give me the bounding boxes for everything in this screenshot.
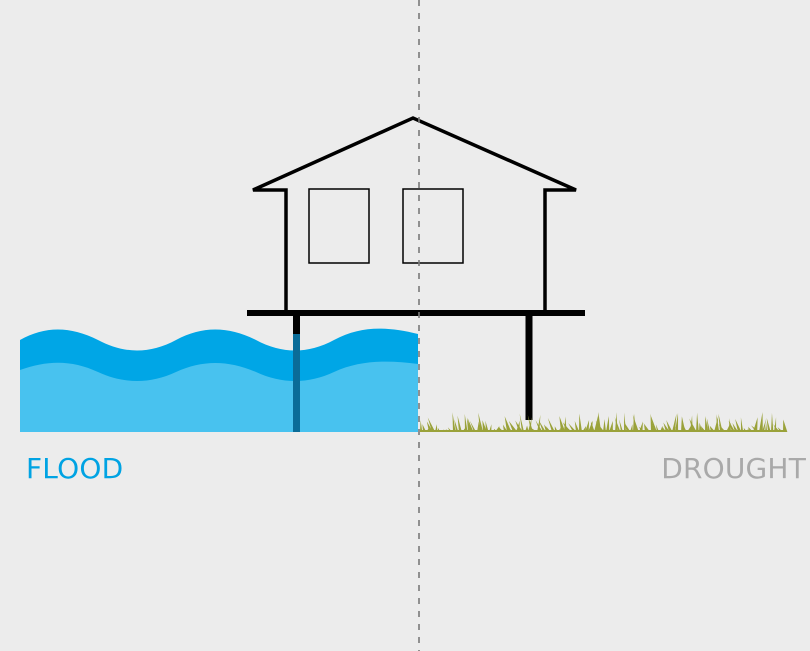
grass-blade: [515, 420, 523, 432]
grass-blade: [735, 418, 742, 432]
grass-blade: [682, 423, 687, 432]
grass-blade: [762, 418, 767, 432]
grass-blade: [427, 417, 436, 432]
grass-blade: [457, 415, 462, 432]
grass-blade: [689, 418, 697, 432]
grass-blade: [777, 427, 784, 432]
grass-blade: [759, 412, 763, 432]
grass-blade: [696, 412, 699, 432]
grass-blade: [716, 414, 720, 432]
grass-blade: [765, 423, 768, 432]
grass-blade: [467, 417, 474, 432]
grass-blade: [672, 413, 677, 432]
grass-blade: [639, 421, 643, 432]
grass-blade: [547, 418, 556, 432]
grass-blade: [574, 420, 580, 432]
grass-blade: [718, 424, 726, 432]
grass-blade: [706, 418, 711, 432]
grass-base: [420, 430, 784, 432]
grass-blade: [535, 420, 543, 432]
grass-blade: [420, 420, 423, 432]
flood-label: FLOOD: [26, 452, 124, 485]
grass-blade: [585, 420, 590, 432]
grass-blade: [529, 426, 538, 432]
grass-blade: [485, 420, 489, 432]
grass-blade: [590, 421, 595, 432]
grass-blade: [606, 415, 610, 432]
grass-blade: [469, 420, 477, 432]
house-outline: [252, 116, 577, 313]
grass-blade: [447, 427, 453, 432]
grass-blade: [624, 412, 627, 432]
grass-blade: [614, 417, 621, 432]
grass-blade: [579, 413, 583, 432]
grass-blade: [478, 412, 484, 432]
grass-blade: [565, 426, 573, 432]
window-left: [308, 188, 370, 264]
grass-blade: [728, 420, 736, 432]
grass-blade: [477, 421, 481, 432]
grass-blade: [666, 420, 673, 432]
grass-blade: [595, 420, 605, 432]
grass-blade: [464, 413, 468, 432]
grass-blade: [603, 419, 606, 432]
grass-blade: [568, 423, 577, 432]
grass-blade: [527, 414, 534, 432]
grass-blade: [740, 417, 744, 432]
house-icon: [247, 116, 585, 420]
grass-blade: [643, 422, 651, 432]
grass-blade: [650, 413, 658, 432]
grass-blade: [632, 414, 639, 432]
grass-blade: [783, 419, 788, 432]
grass-blade: [705, 416, 709, 432]
grass-blade: [675, 412, 679, 432]
grass-blade: [594, 415, 599, 432]
drought-label: DROUGHT: [661, 452, 806, 485]
flood-water: [20, 328, 418, 432]
grass-icon: [420, 412, 788, 432]
grass-blade: [699, 422, 703, 432]
grass-blade: [519, 413, 525, 432]
grass-blade: [504, 416, 512, 432]
grass-blade: [663, 422, 670, 432]
grass-blade: [426, 421, 433, 432]
grass-blade: [559, 416, 566, 432]
grass-blade: [766, 417, 771, 432]
grass-blade: [623, 421, 631, 432]
grass-blade: [732, 423, 739, 432]
grass-blade: [774, 417, 777, 432]
grass-blade: [508, 420, 518, 432]
grass-blade: [454, 419, 459, 432]
grass-blade: [543, 424, 550, 432]
submerged-stilt: [293, 334, 300, 432]
grass-blade: [452, 412, 456, 432]
window-right: [402, 188, 464, 264]
grass-blade: [771, 412, 774, 432]
water-light-layer: [20, 361, 418, 432]
grass-blade: [538, 420, 546, 432]
grass-blade: [619, 419, 624, 432]
